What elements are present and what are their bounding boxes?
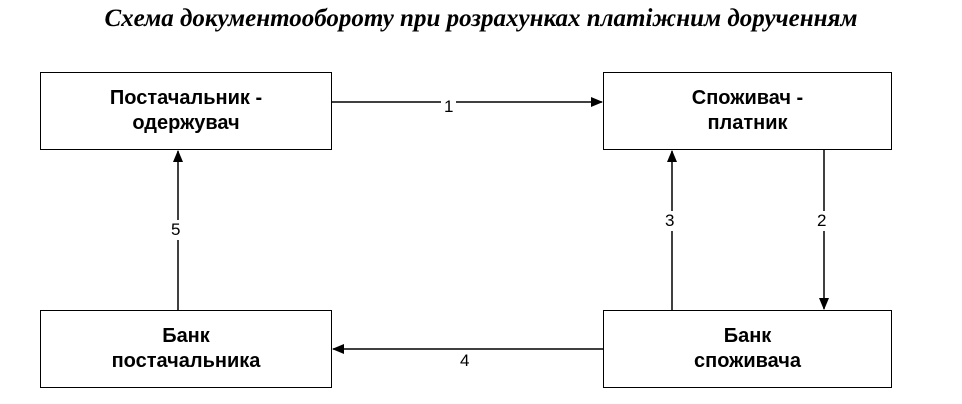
node-supplier-bank: Банк постачальника [40, 310, 332, 388]
node-consumer: Споживач - платник [603, 72, 892, 150]
diagram-title: Схема документообороту при розрахунках п… [104, 5, 858, 32]
node-consumer-bank-label: Банк споживача [693, 325, 802, 372]
node-supplier: Постачальник - одержувач [40, 72, 332, 150]
node-consumer-label: Споживач - платник [691, 87, 804, 134]
node-consumer-bank: Банк споживача [603, 310, 892, 388]
edge-label-3: 3 [662, 211, 678, 231]
node-supplier-bank-label: Банк постачальника [111, 325, 261, 372]
edge-label-1: 1 [441, 97, 457, 117]
edge-label-2: 2 [814, 211, 830, 231]
node-supplier-label: Постачальник - одержувач [109, 87, 263, 134]
edge-label-4: 4 [457, 351, 473, 371]
edge-label-5: 5 [168, 220, 184, 240]
